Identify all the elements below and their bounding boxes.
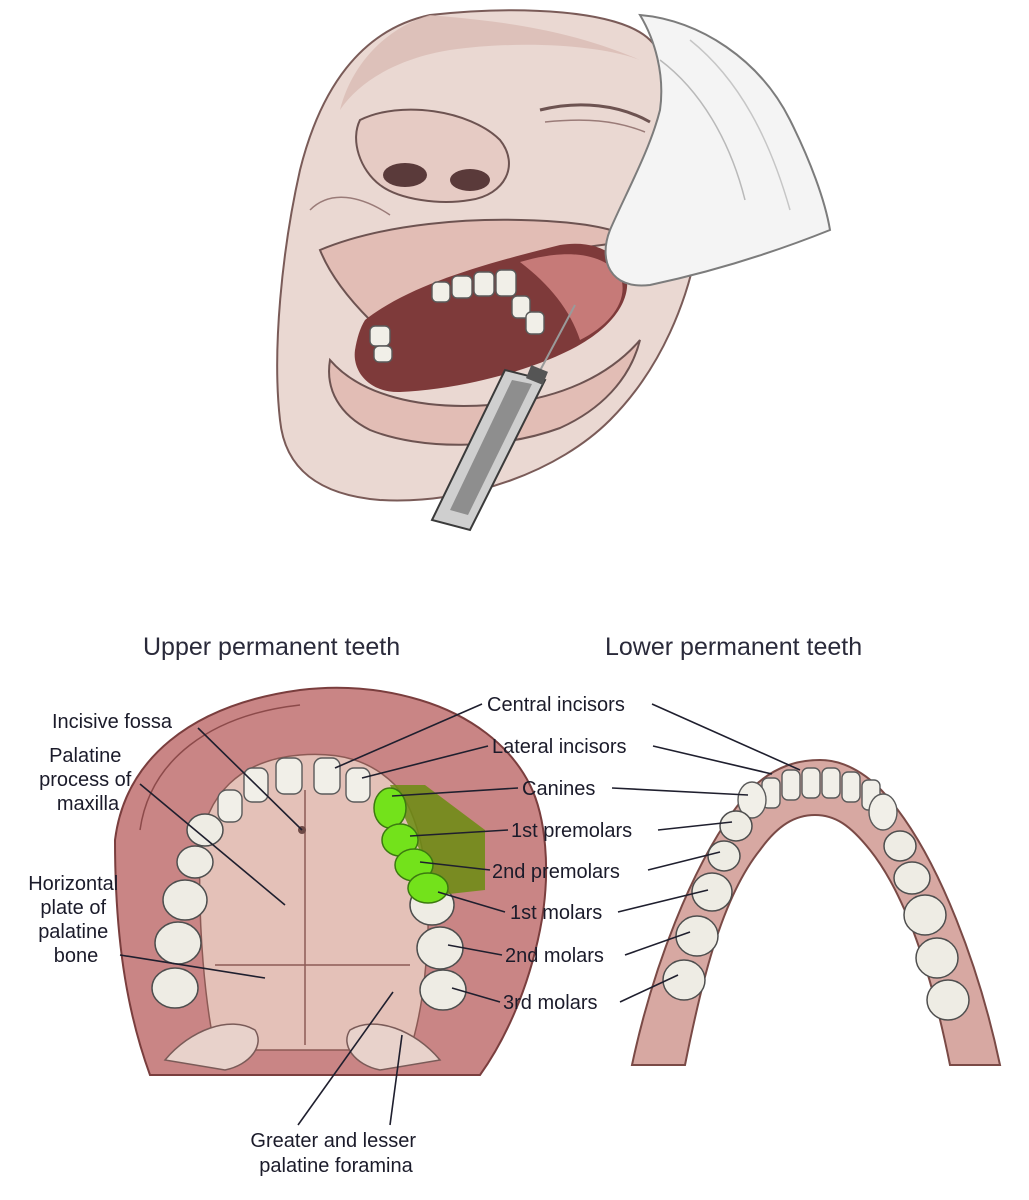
surgical-drape <box>604 13 832 287</box>
label-canines: Canines <box>522 778 595 800</box>
label-first-premolars: 1st premolars <box>511 820 632 842</box>
label-palatine-foramina: Greater and lesser palatine foramina <box>250 1130 421 1177</box>
upper-arch <box>113 686 548 1076</box>
labels: Incisive fossa Palatine process of maxil… <box>28 694 632 1177</box>
label-second-molars: 2nd molars <box>505 945 604 967</box>
leader-lines <box>119 703 801 1126</box>
label-second-premolars: 2nd premolars <box>492 861 620 883</box>
face-illustration <box>276 9 832 532</box>
lower-teeth-title: Lower permanent teeth <box>605 633 862 661</box>
label-third-molars: 3rd molars <box>503 992 597 1014</box>
label-lateral-incisors: Lateral incisors <box>492 736 627 758</box>
label-horizontal-plate: Horizontal plate of palatine bone <box>28 873 124 967</box>
lower-arch <box>630 758 1002 1066</box>
highlighted-teeth <box>373 787 449 904</box>
upper-teeth <box>369 269 545 363</box>
closed-eye <box>539 103 651 124</box>
label-first-molars: 1st molars <box>510 902 602 924</box>
syringe-icon <box>430 304 576 532</box>
upper-teeth-title: Upper permanent teeth <box>143 633 400 661</box>
label-central-incisors: Central incisors <box>487 694 625 716</box>
label-incisive-fossa: Incisive fossa <box>52 711 173 733</box>
lower-lip <box>328 339 641 446</box>
label-palatine-process: Palatine process of maxilla <box>39 745 137 815</box>
